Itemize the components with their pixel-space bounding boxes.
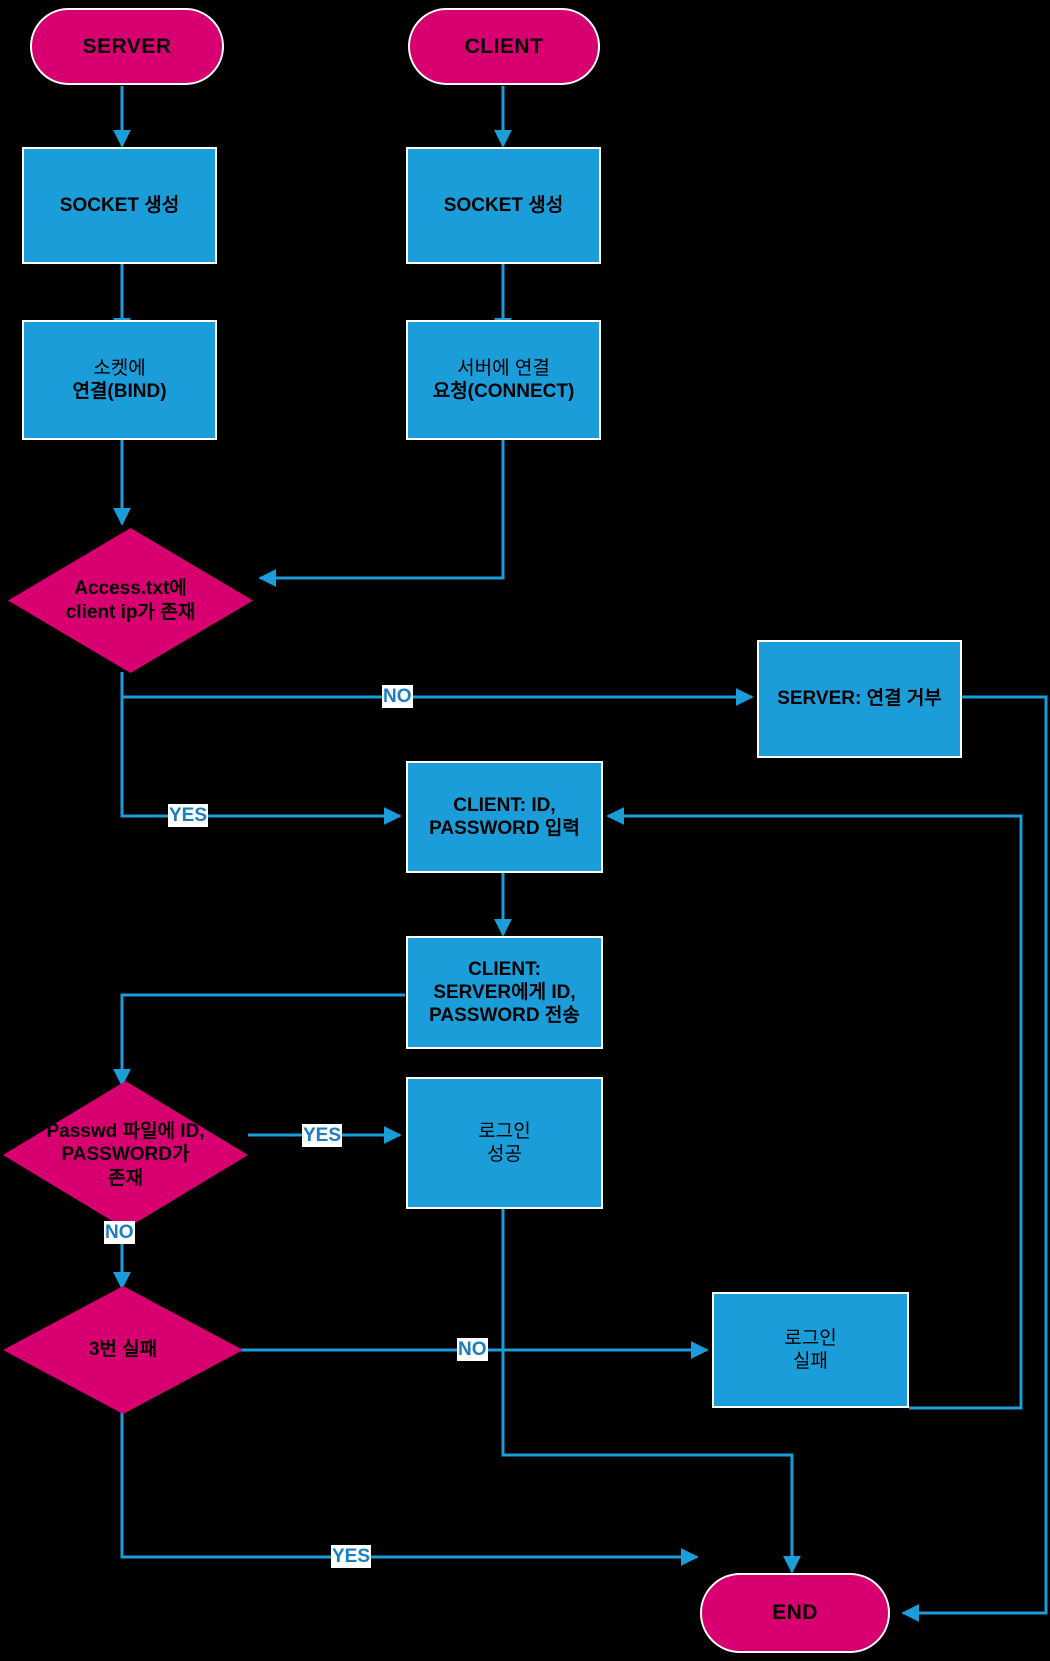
process-client-connect[interactable]: 서버에 연결 요청(CONNECT): [406, 320, 601, 440]
decision-three-fails[interactable]: 3번 실패: [3, 1286, 243, 1414]
edge-success-to-end: [501, 1209, 801, 1574]
edge-connect-to-access: [258, 440, 505, 587]
process-login-success[interactable]: 로그인 성공: [406, 1077, 603, 1209]
terminator-end[interactable]: END: [700, 1573, 890, 1653]
terminator-server-label: SERVER: [82, 34, 172, 58]
process-server-bind-line2: 연결(BIND): [72, 381, 167, 402]
process-client-send-line3: PASSWORD 전송: [429, 1005, 580, 1027]
edge-label-three-yes: YES: [331, 1545, 372, 1568]
edge-label-three-no: NO: [457, 1338, 488, 1361]
process-login-fail-line1: 로그인: [784, 1327, 837, 1349]
process-client-connect-line2: 요청(CONNECT): [432, 381, 575, 402]
process-server-refuse[interactable]: SERVER: 연결 거부: [757, 640, 962, 758]
process-server-bind-line1: 소켓에: [93, 357, 146, 379]
process-client-socket[interactable]: SOCKET 생성: [406, 147, 601, 264]
process-login-fail[interactable]: 로그인 실패: [712, 1292, 909, 1408]
process-client-send-line1: CLIENT:: [468, 958, 541, 980]
decision-access-line1: Access.txt에: [74, 578, 187, 600]
process-client-socket-label: SOCKET 생성: [443, 194, 564, 216]
process-client-send-line2: SERVER에게 ID,: [433, 981, 576, 1003]
decision-access-check[interactable]: Access.txt에 client ip가 존재: [8, 528, 253, 673]
edge-label-access-yes: YES: [168, 804, 209, 827]
decision-passwd-line3: 존재: [108, 1167, 143, 1189]
process-server-socket-label: SOCKET 생성: [59, 194, 180, 216]
decision-three-text: 3번 실패: [3, 1338, 243, 1361]
process-client-input-line2: PASSWORD 입력: [429, 818, 580, 839]
edge-send-to-passwd: [113, 993, 405, 1087]
process-client-send[interactable]: CLIENT: SERVER에게 ID, PASSWORD 전송: [406, 936, 603, 1049]
process-login-fail-line2: 실패: [793, 1351, 828, 1372]
decision-access-text: Access.txt에 client ip가 존재: [8, 577, 253, 623]
edge-fail-retry: [606, 807, 1023, 1410]
terminator-server-start[interactable]: SERVER: [30, 8, 224, 85]
edge-refuse-to-end: [901, 695, 1048, 1622]
edge-three-yes: [120, 1412, 699, 1566]
process-server-socket[interactable]: SOCKET 생성: [22, 147, 217, 264]
decision-passwd-line1: Passwd 파일에 ID,: [46, 1121, 205, 1143]
edge-label-passwd-no: NO: [104, 1221, 135, 1244]
terminator-client-label: CLIENT: [464, 34, 544, 58]
process-login-success-line1: 로그인: [478, 1120, 531, 1142]
process-login-success-line2: 성공: [487, 1144, 522, 1165]
edge-label-access-no: NO: [382, 685, 413, 708]
process-client-input[interactable]: CLIENT: ID, PASSWORD 입력: [406, 761, 603, 873]
decision-passwd-line2: PASSWORD가: [61, 1144, 190, 1166]
edge-access-no: [120, 672, 754, 706]
decision-three-label: 3번 실패: [88, 1339, 158, 1361]
decision-passwd-check[interactable]: Passwd 파일에 ID, PASSWORD가 존재: [3, 1081, 248, 1229]
process-server-bind[interactable]: 소켓에 연결(BIND): [22, 320, 217, 440]
decision-access-line2: client ip가 존재: [65, 601, 196, 623]
decision-passwd-text: Passwd 파일에 ID, PASSWORD가 존재: [3, 1120, 248, 1190]
terminator-end-label: END: [772, 1601, 818, 1625]
edge-access-yes: [120, 697, 402, 825]
process-client-input-line1: CLIENT: ID,: [453, 794, 556, 816]
edge-label-passwd-yes: YES: [302, 1124, 343, 1147]
process-client-connect-line1: 서버에 연결: [457, 357, 550, 379]
terminator-client-start[interactable]: CLIENT: [408, 8, 600, 85]
process-server-refuse-label: SERVER: 연결 거부: [777, 688, 942, 710]
